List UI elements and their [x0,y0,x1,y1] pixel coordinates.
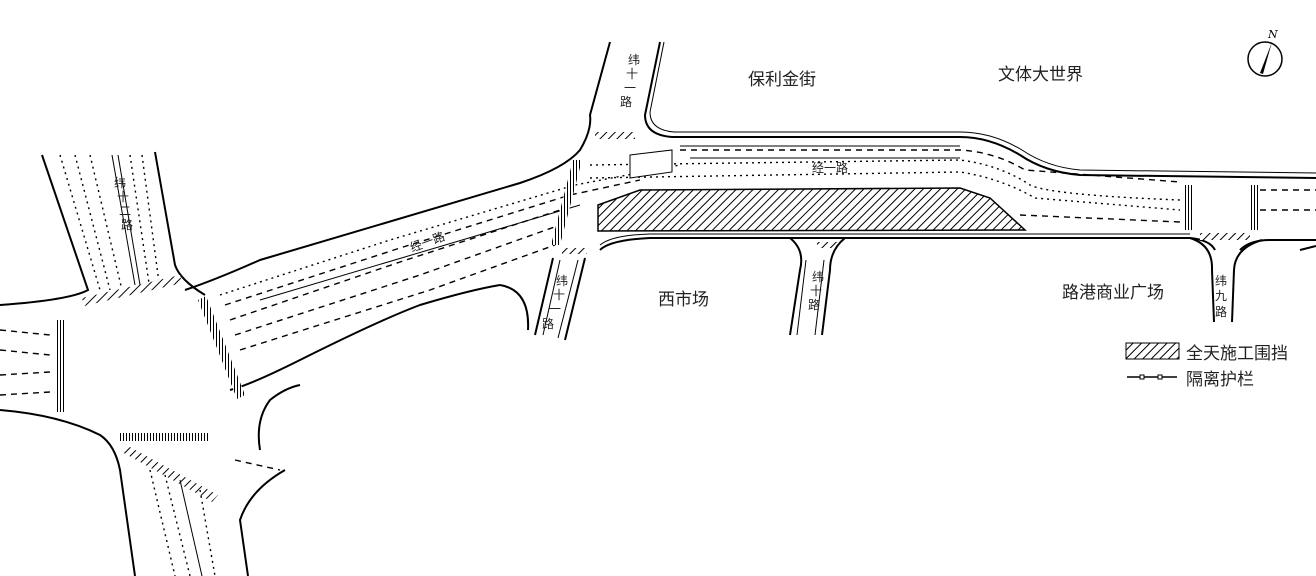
svg-text:九: 九 [1215,289,1227,303]
road-label-wei10: 纬 十 路 [808,270,824,312]
svg-text:N: N [1267,28,1278,41]
main-road-jing1 [184,41,1316,391]
svg-text:纬: 纬 [1215,274,1227,288]
svg-text:十: 十 [810,284,822,298]
west-intersection [0,151,301,576]
construction-fence-zone [597,187,1027,232]
crosswalk [551,160,582,245]
traffic-island [629,149,673,179]
svg-text:一: 一 [549,302,561,316]
crosswalk [1250,185,1258,230]
svg-text:二: 二 [119,204,131,218]
side-road-wei11-south [534,257,586,341]
crosswalk [82,275,182,306]
isolation-barrier [259,157,960,301]
road-label-wei9: 纬 九 路 [1215,274,1227,319]
north-compass-icon: N [1247,28,1283,77]
crosswalk [817,242,837,248]
road-label-wei11-south: 纬 十 一 路 [542,274,568,331]
svg-text:路: 路 [808,297,820,312]
legend: 全天施工围挡 隔离护栏 [1125,338,1288,390]
crosswalk [595,132,635,139]
place-label-poly-street: 保利金街 [748,70,816,90]
svg-text:路: 路 [542,316,554,331]
side-road-wei10 [789,237,846,336]
crosswalk [1185,185,1193,230]
svg-text:纬: 纬 [114,176,126,190]
road-label-wei11-north: 纬 十 一 路 [620,53,640,109]
road-label-jing1-east: 经一路 [812,160,848,175]
road-label-wei12: 纬 十 二 路 [114,176,133,232]
legend-item-isolation-barrier: 隔离护栏 [1125,364,1288,390]
place-label-port-plaza: 路港商业广场 [1062,283,1164,303]
place-label-culture-world: 文体大世界 [998,65,1083,85]
crosswalk [118,433,210,441]
svg-text:路: 路 [121,217,133,232]
crosswalk [562,248,587,254]
side-road-wei9 [1189,237,1263,323]
crosswalk [198,296,245,399]
hatch-swatch-icon [1125,342,1180,360]
crosswalk [1200,233,1250,240]
place-label-west-market: 西市场 [658,290,709,310]
svg-text:纬: 纬 [628,53,640,67]
legend-label: 隔离护栏 [1186,369,1254,390]
svg-text:一: 一 [624,81,636,95]
svg-text:纬: 纬 [812,270,824,284]
crosswalk [56,320,64,412]
crosswalk [122,446,218,502]
svg-text:路: 路 [620,94,632,109]
svg-text:十: 十 [626,67,638,81]
svg-text:十: 十 [553,288,565,302]
legend-label: 全天施工围挡 [1186,343,1288,364]
svg-text:十: 十 [117,190,129,204]
legend-item-construction-fence: 全天施工围挡 [1125,338,1288,364]
road-label-jing1-west: 经一路 [408,228,447,254]
barrier-line-icon [1127,374,1177,380]
svg-text:纬: 纬 [556,274,568,288]
svg-text:路: 路 [1215,304,1227,319]
